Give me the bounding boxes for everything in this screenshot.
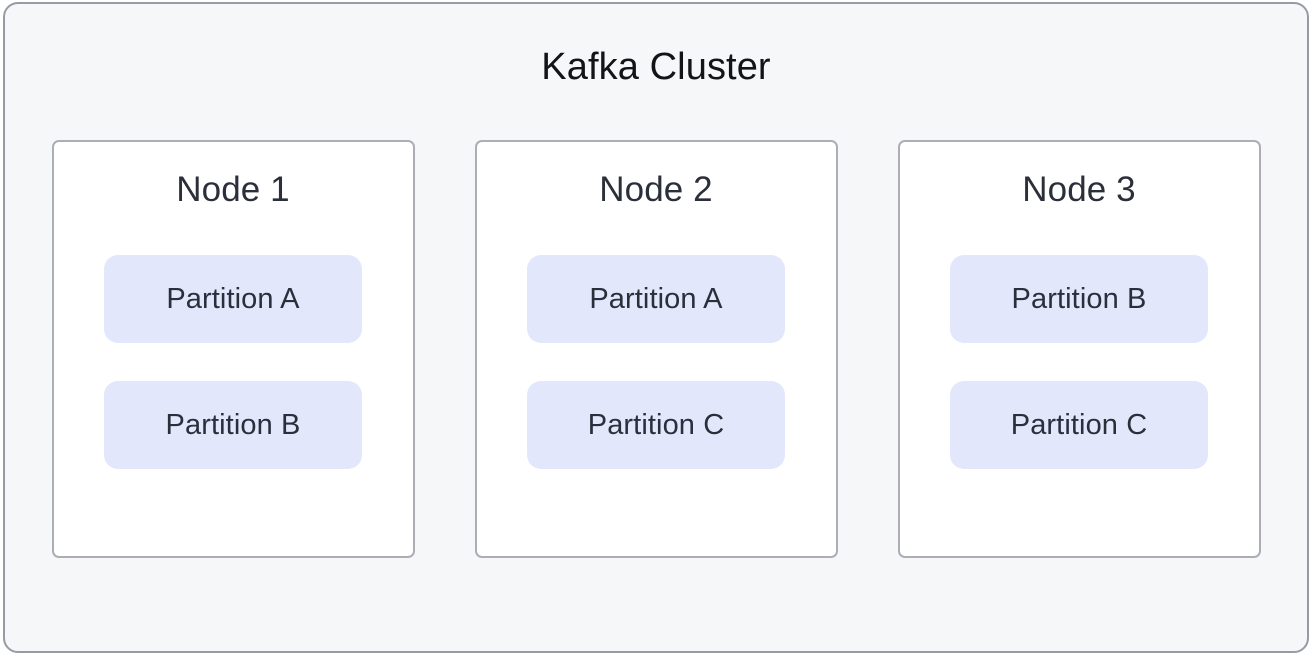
partition-list-1: Partition A Partition B: [104, 255, 362, 469]
cluster-title: Kafka Cluster: [541, 46, 771, 88]
kafka-cluster-container: Kafka Cluster Node 1 Partition A Partiti…: [3, 2, 1309, 653]
partition-list-3: Partition B Partition C: [950, 255, 1208, 469]
partition-pill[interactable]: Partition C: [950, 381, 1208, 469]
partition-label: Partition C: [587, 408, 725, 441]
node-title-1: Node 1: [176, 170, 290, 209]
partition-label: Partition B: [165, 408, 301, 441]
partition-label: Partition B: [1011, 282, 1147, 315]
partition-label: Partition C: [1010, 408, 1148, 441]
partition-list-2: Partition A Partition C: [527, 255, 785, 469]
node-title-2: Node 2: [599, 170, 713, 209]
partition-pill[interactable]: Partition B: [104, 381, 362, 469]
node-card-2[interactable]: Node 2 Partition A Partition C: [474, 140, 838, 558]
node-card-1[interactable]: Node 1 Partition A Partition B: [51, 140, 415, 558]
node-row: Node 1 Partition A Partition B Node 2 Pa…: [51, 140, 1261, 558]
partition-pill[interactable]: Partition C: [527, 381, 785, 469]
partition-label: Partition A: [166, 282, 300, 315]
partition-pill[interactable]: Partition B: [950, 255, 1208, 343]
node-title-3: Node 3: [1022, 170, 1136, 209]
partition-label: Partition A: [589, 282, 723, 315]
node-card-3[interactable]: Node 3 Partition B Partition C: [897, 140, 1261, 558]
partition-pill[interactable]: Partition A: [104, 255, 362, 343]
partition-pill[interactable]: Partition A: [527, 255, 785, 343]
